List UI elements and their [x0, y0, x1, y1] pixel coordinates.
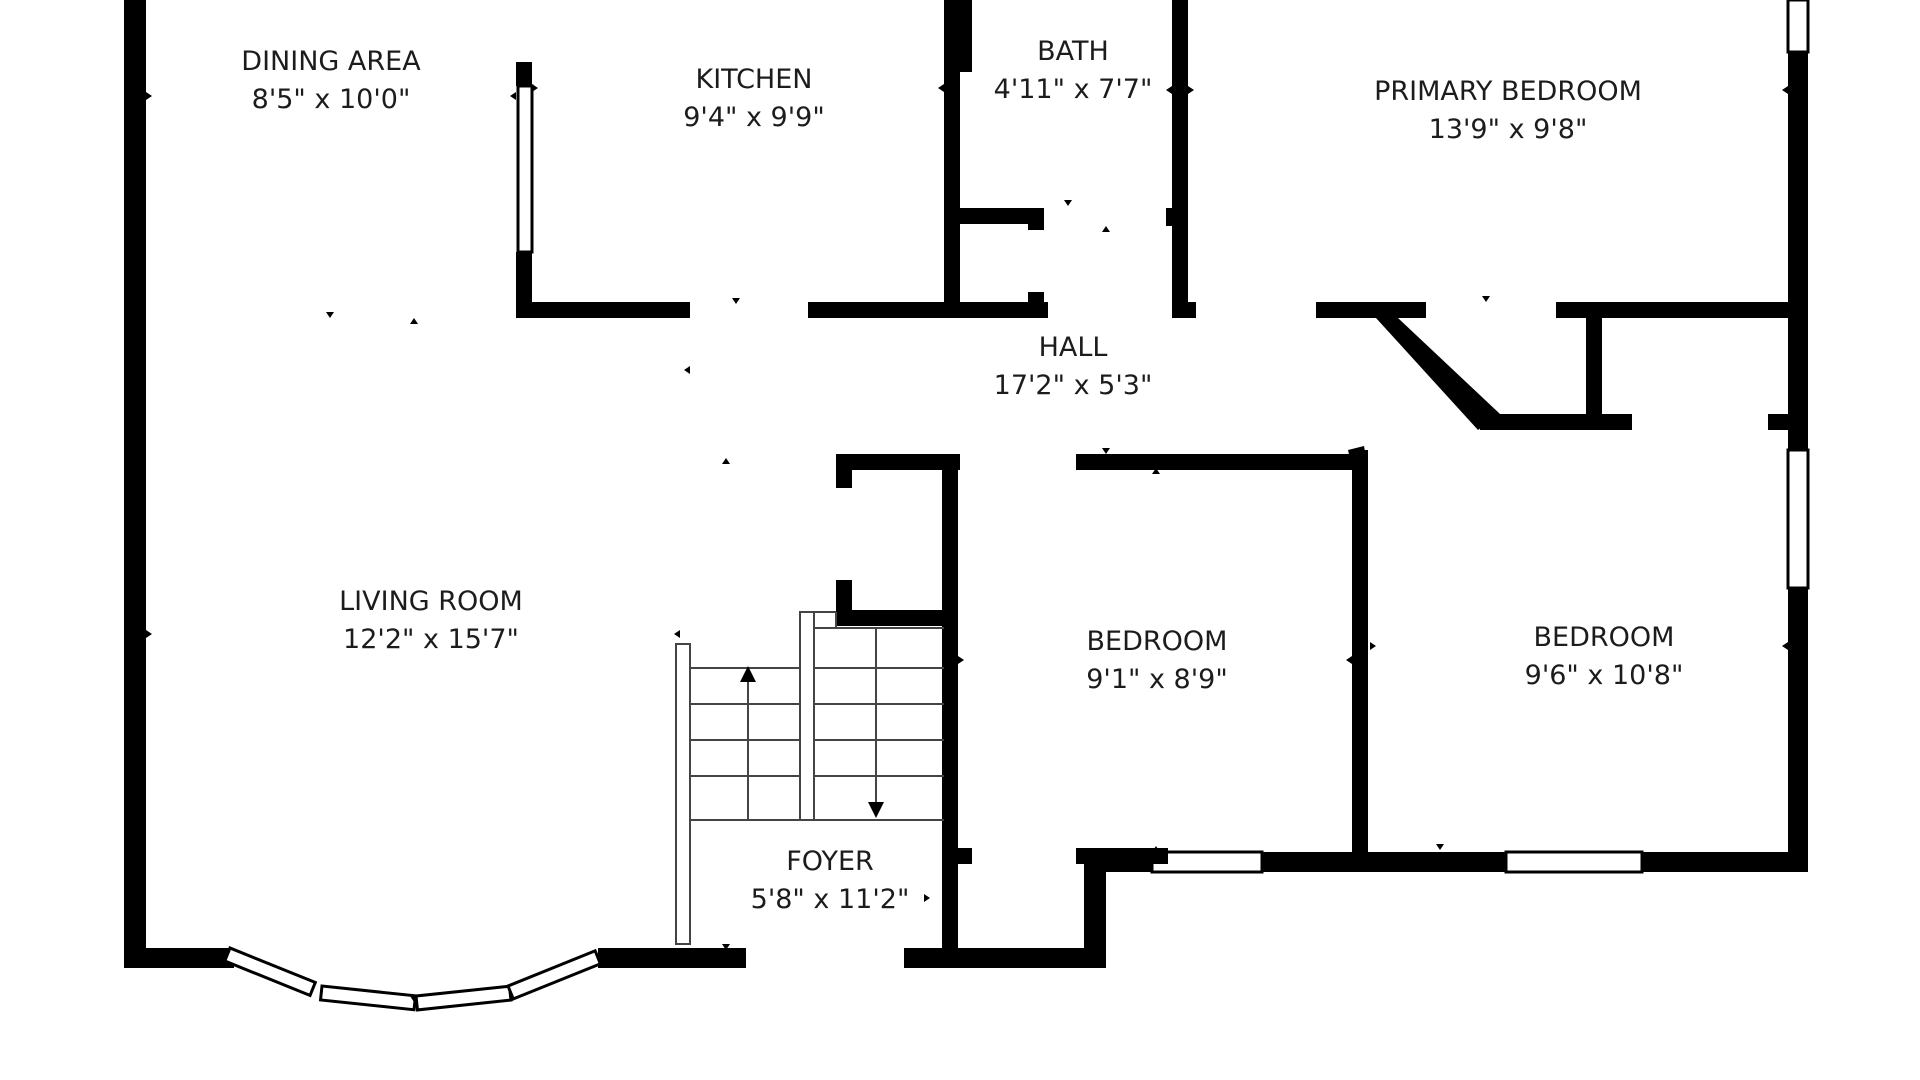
east-exterior-wall-lower [1788, 588, 1808, 872]
bedroom1-west-wall [942, 454, 958, 948]
foyer-dims: 5'8" x 11'2" [751, 884, 910, 915]
kitchen-west-wall-bottom [516, 252, 532, 318]
foyer-name: FOYER [786, 846, 874, 877]
primary-south-wall-c [1556, 302, 1808, 318]
closet-south-wall [836, 610, 950, 626]
bedroom-2-name: BEDROOM [1534, 622, 1675, 653]
window-east-primary [1786, 0, 1810, 54]
living-room-name: LIVING ROOM [339, 586, 523, 617]
window-bedroom2-south [1504, 850, 1644, 874]
dining-area-dims: 8'5" x 10'0" [252, 84, 411, 115]
primary-south-wall-b [1316, 302, 1426, 318]
diagonal-wall [1376, 318, 1500, 430]
windows [222, 0, 1810, 1012]
closet-south-wall-east [1768, 414, 1808, 430]
kitchen-south-wall-right [808, 302, 1048, 318]
bedroom1-east-wall [1352, 450, 1368, 852]
kitchen-west-wall-top [516, 62, 532, 86]
south-wall-left [124, 948, 234, 968]
stair-down-arrow-icon [868, 802, 884, 818]
south-step-vertical [1084, 852, 1106, 968]
bedroom1-angled-corner [1348, 446, 1368, 468]
south-wall-right [904, 948, 1106, 968]
hall-south-wall-left [836, 454, 960, 470]
room-labels: DINING AREA 8'5" x 10'0" KITCHEN 9'4" x … [241, 36, 1683, 915]
closet-east-jamb [1028, 208, 1044, 230]
kitchen-east-wall [944, 0, 960, 318]
window-bedroom1-south [1150, 850, 1264, 874]
closet-west-wall-bottom [836, 580, 852, 614]
kitchen-name: KITCHEN [696, 64, 813, 95]
kitchen-south-wall-left [516, 302, 690, 318]
south-wall-east-b [1262, 852, 1506, 872]
bath-east-wall [1172, 0, 1188, 318]
bedroom1-south-jamb [942, 848, 972, 864]
primary-south-wall-a [1172, 302, 1196, 318]
south-wall-mid [598, 948, 746, 968]
bay-window-4 [506, 948, 603, 1001]
bay-window-2 [318, 984, 418, 1012]
exterior-walls [124, 0, 1808, 968]
east-exterior-wall-upper [1788, 52, 1808, 450]
bay-window-3 [414, 984, 513, 1012]
bath-door-jamb [1166, 208, 1176, 226]
dimension-ticks [146, 84, 1788, 1002]
kitchen-dims: 9'4" x 9'9" [683, 102, 825, 133]
bay-window-1 [222, 946, 318, 998]
corner-se [1768, 852, 1808, 872]
interior-walls [516, 0, 1808, 948]
staircase [675, 611, 944, 945]
stair-rail-mid [799, 611, 815, 821]
stair-up-arrow-icon [740, 666, 756, 682]
primary-bedroom-name: PRIMARY BEDROOM [1374, 76, 1642, 107]
hall-dims: 17'2" x 5'3" [994, 370, 1153, 401]
south-wall-east-c [1642, 852, 1770, 872]
west-exterior-wall [124, 0, 146, 968]
hall-south-wall-right [1076, 454, 1358, 470]
bedroom-1-name: BEDROOM [1087, 626, 1228, 657]
window-east-bedroom2 [1786, 448, 1810, 590]
window-kitchen-west [516, 84, 534, 254]
bath-south-wall-left [944, 208, 1044, 224]
bath-name: BATH [1037, 36, 1109, 67]
closet-west-wall-top [836, 454, 852, 488]
bath-dims: 4'11" x 7'7" [994, 74, 1153, 105]
bedroom1-south-wall [1076, 848, 1168, 864]
closet-east-jamb-b [1028, 292, 1044, 318]
stair-rail-left [675, 643, 691, 945]
primary-bedroom-dims: 13'9" x 9'8" [1429, 114, 1588, 145]
bedroom-2-dims: 9'6" x 10'8" [1525, 660, 1684, 691]
hall-name: HALL [1039, 332, 1108, 363]
closet-divider [1586, 302, 1602, 430]
dining-area-name: DINING AREA [241, 46, 421, 77]
bedroom-1-dims: 9'1" x 8'9" [1086, 664, 1228, 695]
bath-west-wall-top [944, 0, 972, 72]
closet-south-wall [1480, 414, 1632, 430]
living-room-dims: 12'2" x 15'7" [343, 624, 519, 655]
